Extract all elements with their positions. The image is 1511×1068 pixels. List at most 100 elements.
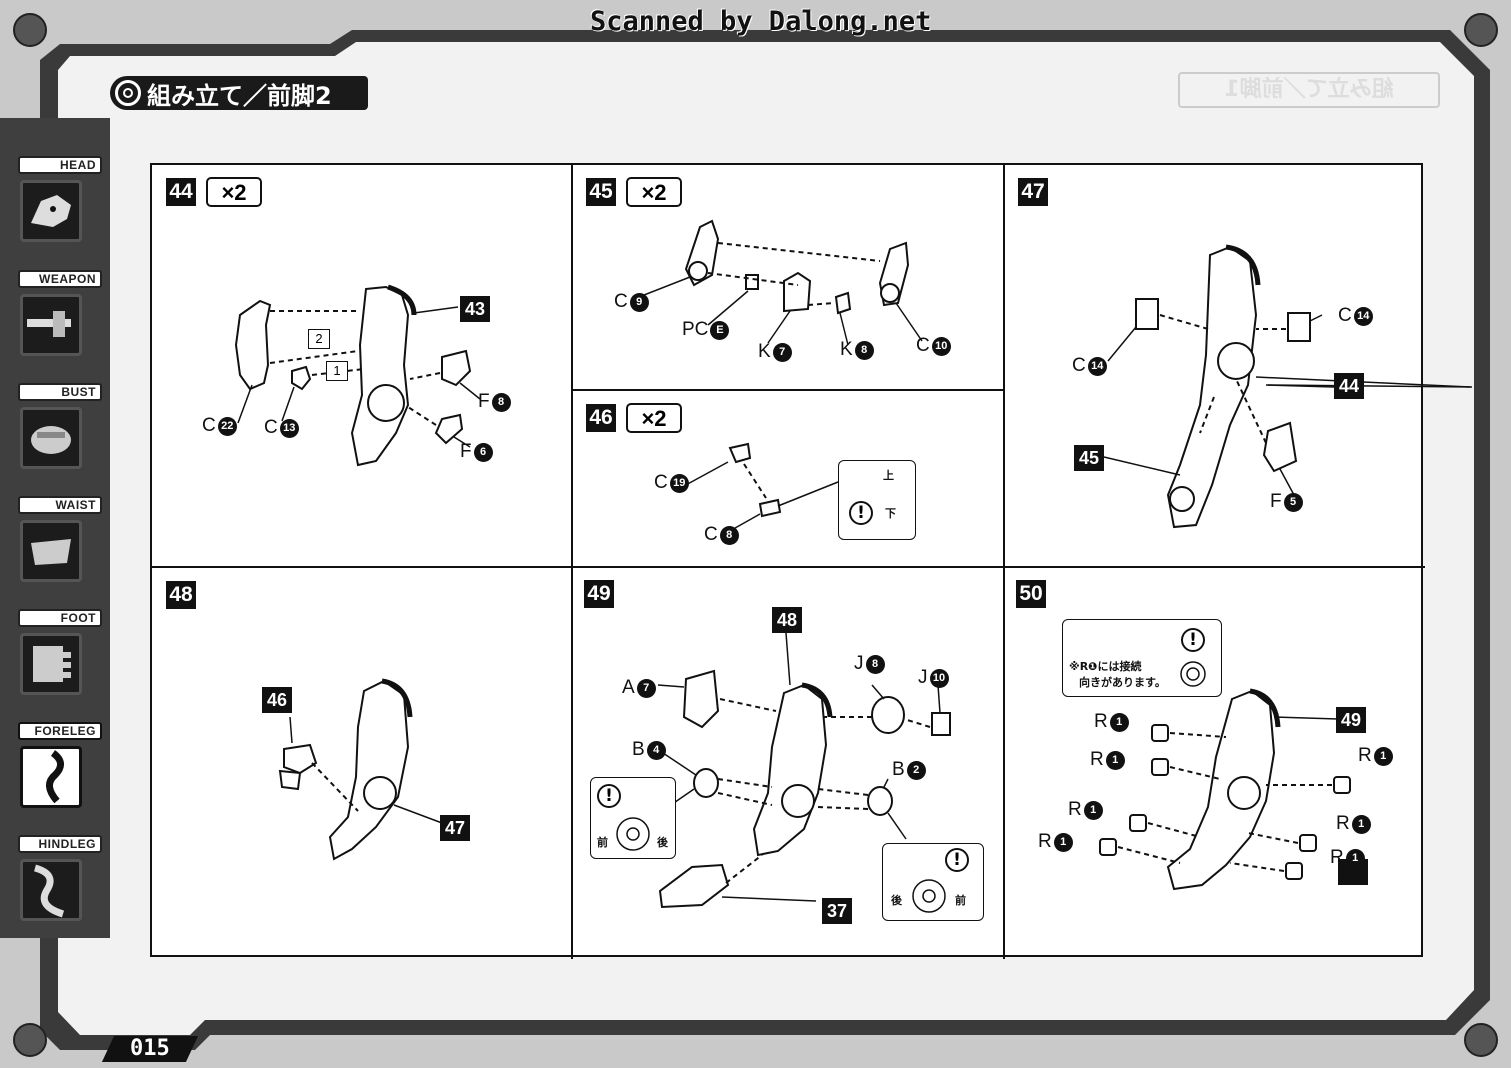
- step-49-panel: 49 4: [572, 567, 1004, 959]
- step-46-drawing: [683, 442, 893, 533]
- step-number: 44: [166, 178, 196, 206]
- ref-step-44: 44: [1334, 373, 1364, 399]
- page-title-text: 組み立て／前脚2: [147, 81, 332, 110]
- warning-icon: !: [597, 784, 621, 808]
- warning-icon: !: [849, 501, 873, 525]
- ref-step-48: 48: [772, 607, 802, 633]
- step-50-drawing: [1099, 688, 1351, 891]
- step-number: 48: [166, 581, 196, 609]
- note-line-1: ※R❶には接続: [1069, 660, 1142, 673]
- down-label: 下: [885, 507, 896, 520]
- step-50-panel: 50 ※R❶には接続 向きがあります。 !: [1004, 567, 1425, 959]
- ref-step-49: 49: [1336, 707, 1366, 733]
- ref-step-46: 46: [262, 687, 292, 713]
- ref-step-43: 43: [460, 296, 490, 322]
- back-label: 後: [657, 836, 668, 849]
- orientation-note-back-front: ! 後 前: [882, 843, 984, 921]
- back-label: 後: [891, 894, 902, 907]
- quantity-badge: ×2: [206, 177, 262, 207]
- side-tab-label: FOOT: [18, 609, 102, 627]
- side-tab-weapon[interactable]: WEAPON: [14, 270, 102, 360]
- side-tab-bust[interactable]: BUST: [14, 383, 102, 473]
- step-number: 50: [1016, 580, 1046, 608]
- ghost-title-bleedthrough: 組み立て／前脚1: [1178, 72, 1440, 108]
- step-number: 46: [586, 404, 616, 432]
- ref-step-37: 37: [822, 898, 852, 924]
- order-box-2: 2: [308, 329, 330, 349]
- bust-icon: [20, 407, 82, 469]
- note-line-2: 向きがあります。: [1079, 676, 1166, 689]
- weapon-icon: [20, 294, 82, 356]
- waist-icon: [20, 520, 82, 582]
- front-label: 前: [955, 894, 966, 907]
- ref-step-45: 45: [1074, 445, 1104, 471]
- hindleg-icon: [20, 859, 82, 921]
- step-number: 49: [584, 580, 614, 608]
- foot-icon: [20, 633, 82, 695]
- side-tab-head[interactable]: HEAD: [14, 156, 102, 246]
- up-label: 上: [883, 469, 894, 482]
- side-tab-label: WAIST: [18, 496, 102, 514]
- step-45-drawing: [633, 219, 923, 346]
- connection-direction-note: ※R❶には接続 向きがあります。 !: [1062, 619, 1222, 697]
- orientation-note-front-back: ! 前 後: [590, 777, 676, 859]
- orientation-note-box: 上 下 !: [838, 460, 916, 540]
- side-tab-foot[interactable]: FOOT: [14, 609, 102, 699]
- page-number-text: 015: [130, 1036, 170, 1061]
- side-tab-foreleg[interactable]: FORELEG: [14, 722, 102, 812]
- side-tab-label: HEAD: [18, 156, 102, 174]
- grid-lines: [152, 165, 1425, 959]
- page-number: 015: [101, 1036, 199, 1062]
- side-tab-waist[interactable]: WAIST: [14, 496, 102, 586]
- side-tab-label: FORELEG: [18, 722, 102, 740]
- watermark-text: Scanned by Dalong.net: [590, 6, 932, 37]
- order-box-1: 1: [326, 361, 348, 381]
- quantity-badge: ×2: [626, 403, 682, 433]
- front-label: 前: [597, 836, 608, 849]
- side-tab-label: HINDLEG: [18, 835, 102, 853]
- step-number: 47: [1018, 178, 1048, 206]
- step-number: 45: [586, 178, 616, 206]
- warning-icon: !: [945, 848, 969, 872]
- warning-icon: !: [1181, 628, 1205, 652]
- ref-step-47: 47: [440, 815, 470, 841]
- step-48-drawing: [278, 678, 443, 861]
- foreleg-icon: [20, 746, 82, 808]
- step-44-drawing: [234, 284, 481, 467]
- gear-icon: [115, 80, 141, 106]
- side-tab-label: WEAPON: [18, 270, 102, 288]
- page-title: 組み立て／前脚2: [110, 76, 368, 110]
- side-tab-label: BUST: [18, 383, 102, 401]
- side-tab-hindleg[interactable]: HINDLEG: [14, 835, 102, 925]
